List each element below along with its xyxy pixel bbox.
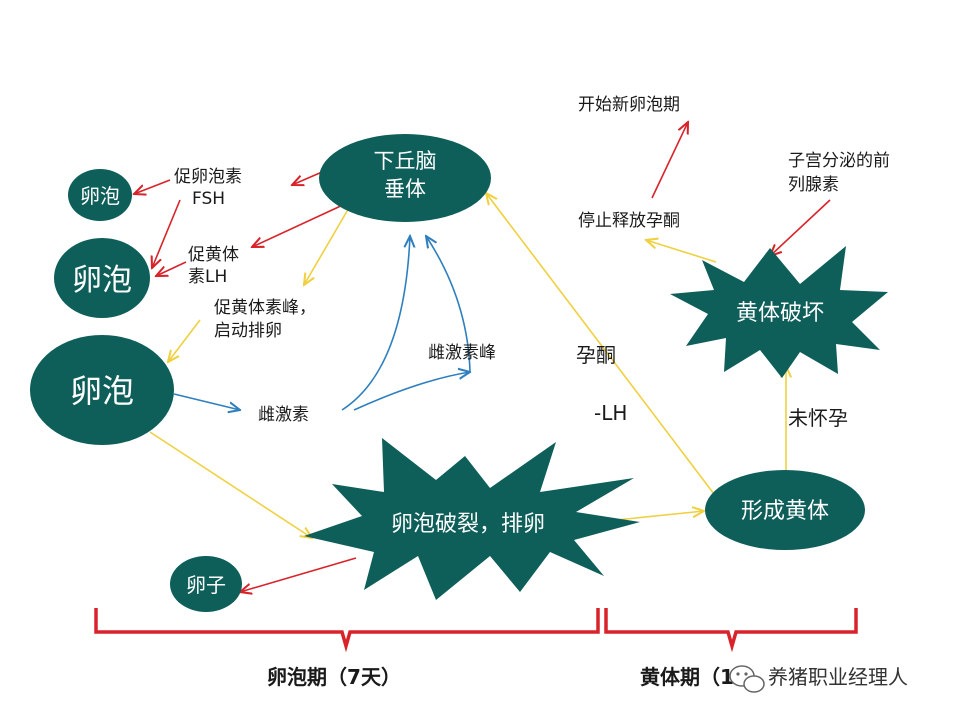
fsh-label-1: 促卵泡素 <box>174 167 242 187</box>
lh-peak-label-1: 促黄体素峰， <box>214 298 316 318</box>
arrow-fsh-to-follicle-small <box>134 179 171 194</box>
node-corpus-luteum-form: 形成黄体 <box>705 470 865 550</box>
follicle-small-label: 卵泡 <box>80 184 120 208</box>
arrow-follicle-to-ovulation <box>149 431 312 538</box>
corpus-luteum-break-label: 黄体破坏 <box>736 301 824 326</box>
brace-follicular <box>94 608 600 653</box>
node-hypothalamus: 下丘脑 垂体 <box>319 134 491 222</box>
node-corpus-luteum-break: 黄体破坏 <box>670 246 888 378</box>
new-cycle-label: 开始新卵泡期 <box>578 95 680 115</box>
watermark-text: 养猪职业经理人 <box>768 665 908 689</box>
arrow-hypothalamus-to-fsh <box>292 171 323 185</box>
ovulation-label: 卵泡破裂，排卵 <box>391 512 545 537</box>
period-follicular: 卵泡期（7天） <box>267 665 401 689</box>
arrow-lh-peak-to-follicle-large <box>168 319 201 362</box>
node-follicle-large: 卵泡 <box>30 335 174 445</box>
arrow-break-to-stop <box>646 240 717 263</box>
lh-peak-label-2: 启动排卵 <box>214 321 282 341</box>
arrow-hypothalamus-to-lh-peak <box>304 205 351 285</box>
prostaglandin-label-2: 列腺素 <box>788 175 839 195</box>
arrow-estrogen-peak-to-hypothalamus <box>426 236 471 373</box>
arrow-progesterone-to-hypothalamus <box>486 193 715 495</box>
stop-progesterone-label: 停止释放孕酮 <box>578 211 680 231</box>
not-pregnant-label: 未怀孕 <box>788 406 848 430</box>
arrow-follicle-to-estrogen <box>173 393 240 410</box>
arrow-stop-to-new-cycle <box>651 122 688 199</box>
arrow-hypothalamus-to-lh <box>252 203 346 247</box>
arrow-prostaglandin-to-break <box>770 199 831 256</box>
estrogen-label: 雌激素 <box>258 405 309 425</box>
brace-luteal <box>604 608 858 653</box>
arrow-lh-to-follicle-medium <box>156 261 187 276</box>
prostaglandin-label-1: 子宫分泌的前 <box>788 151 890 171</box>
follicle-medium-label: 卵泡 <box>72 263 132 298</box>
hypothalamus-label-1: 下丘脑 <box>374 149 437 173</box>
wechat-icon <box>729 665 765 693</box>
progesterone-label: 孕酮 <box>576 343 616 367</box>
hypothalamus-label-2: 垂体 <box>384 177 426 201</box>
corpus-luteum-form-label: 形成黄体 <box>741 499 829 524</box>
lh-label-2: 素LH <box>188 267 227 287</box>
estrogen-peak-label: 雌激素峰 <box>428 343 496 363</box>
arrow-estrogen-to-hypothalamus <box>341 236 410 411</box>
node-ovulation-burst: 卵泡破裂，排卵 <box>304 438 640 600</box>
egg-label: 卵子 <box>186 573 226 597</box>
lh-label-1: 促黄体 <box>188 245 239 265</box>
node-egg: 卵子 <box>170 556 242 612</box>
node-follicle-small: 卵泡 <box>68 169 132 221</box>
minus-lh-label: -LH <box>594 401 627 425</box>
arrow-fsh-to-follicle-medium <box>152 199 181 268</box>
arrow-estrogen-peak-loop <box>353 372 470 411</box>
fsh-label-2: FSH <box>192 189 225 209</box>
follicle-large-label: 卵泡 <box>70 372 134 410</box>
node-follicle-medium: 卵泡 <box>54 238 150 318</box>
arrow-ovulation-to-egg <box>240 557 357 592</box>
